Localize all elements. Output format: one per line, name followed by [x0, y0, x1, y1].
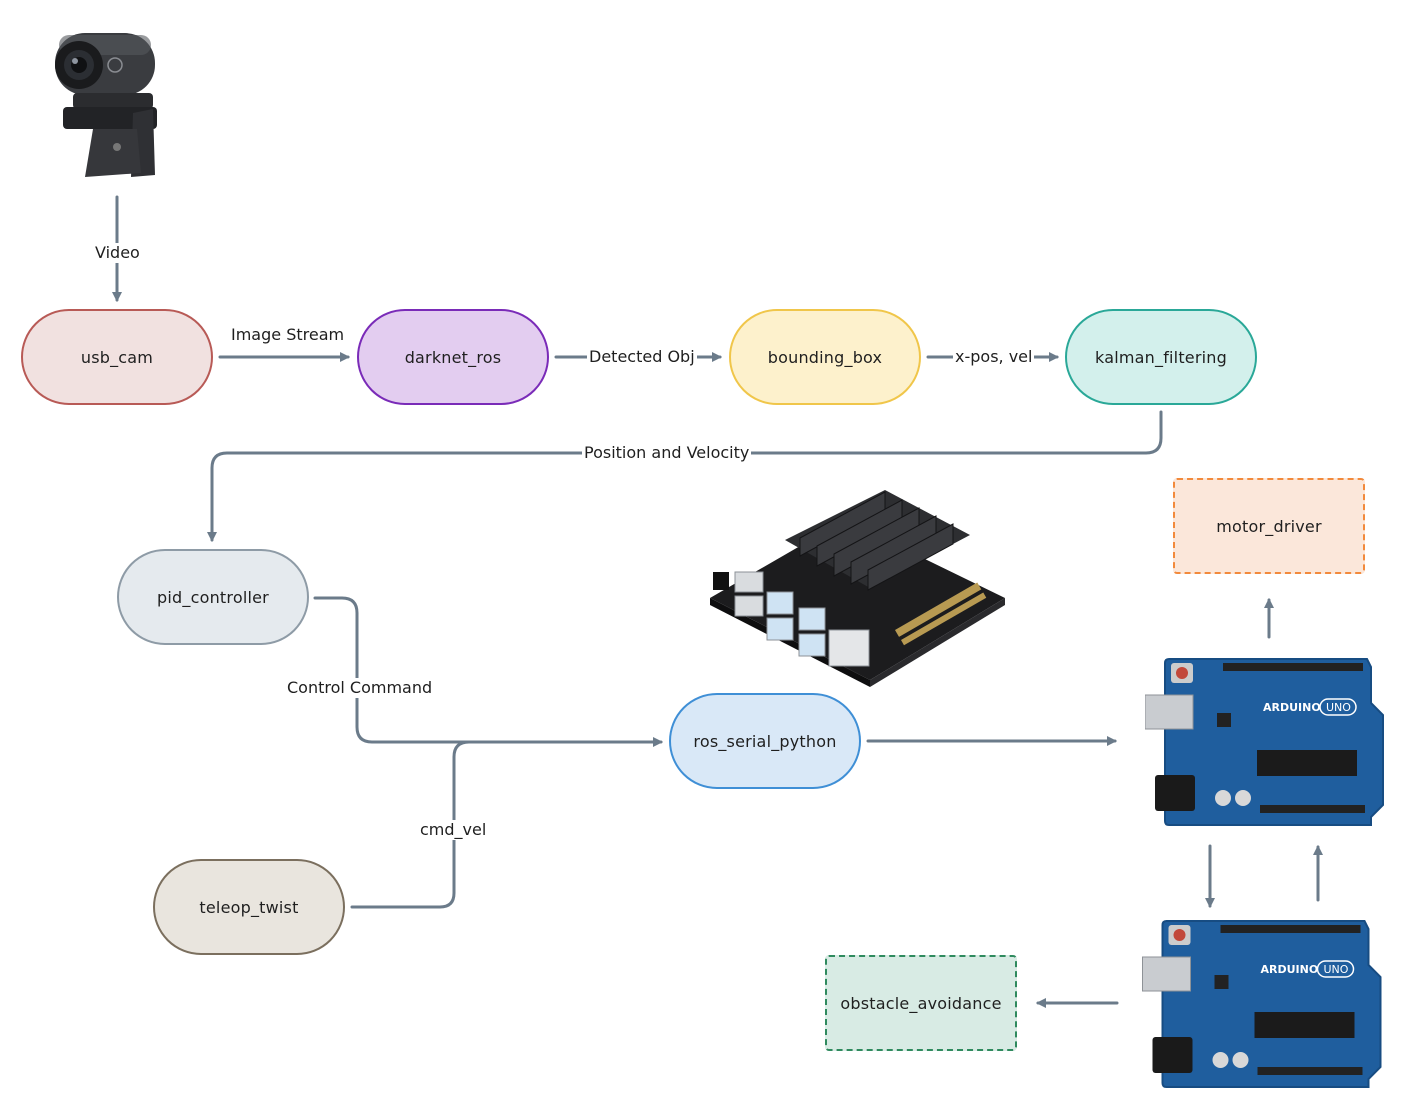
edge-label-control-command: Control Command	[285, 678, 435, 698]
edge-label-cmd-vel: cmd_vel	[418, 820, 489, 840]
arduino-bottom-brand: ARDUINO	[1261, 963, 1319, 976]
node-obstacle-avoidance[interactable]: obstacle_avoidance	[825, 955, 1017, 1051]
node-motor-driver[interactable]: motor_driver	[1173, 478, 1365, 574]
arduino-top-image: ARDUINO UNO	[1145, 658, 1384, 826]
jetson-board-image	[710, 490, 1005, 687]
edge-label-position-velocity: Position and Velocity	[582, 443, 752, 463]
node-bounding-box[interactable]: bounding_box	[729, 309, 921, 405]
edge-position-velocity	[207, 410, 1163, 542]
node-darknet-ros[interactable]: darknet_ros	[357, 309, 549, 405]
node-usb-cam[interactable]: usb_cam	[21, 309, 213, 405]
arduino-bottom-image: ARDUINO UNO	[1142, 920, 1382, 1088]
node-kalman-filtering[interactable]: kalman_filtering	[1065, 309, 1257, 405]
edge-label-x-pos-vel: x-pos, vel	[953, 347, 1035, 367]
edge-cmd-vel	[350, 740, 471, 909]
arduino-top-model: UNO	[1326, 701, 1351, 714]
webcam-image	[55, 33, 157, 177]
node-pid-controller[interactable]: pid_controller	[117, 549, 309, 645]
edge-label-video: Video	[93, 243, 142, 263]
edge-label-detected-obj: Detected Obj	[587, 347, 697, 367]
edge-label-image-stream: Image Stream	[229, 325, 347, 345]
edge-control-command	[313, 596, 663, 747]
node-ros-serial-python[interactable]: ros_serial_python	[669, 693, 861, 789]
arduino-bottom-model: UNO	[1324, 963, 1349, 976]
arduino-top-brand: ARDUINO	[1263, 701, 1321, 714]
node-teleop-twist[interactable]: teleop_twist	[153, 859, 345, 955]
